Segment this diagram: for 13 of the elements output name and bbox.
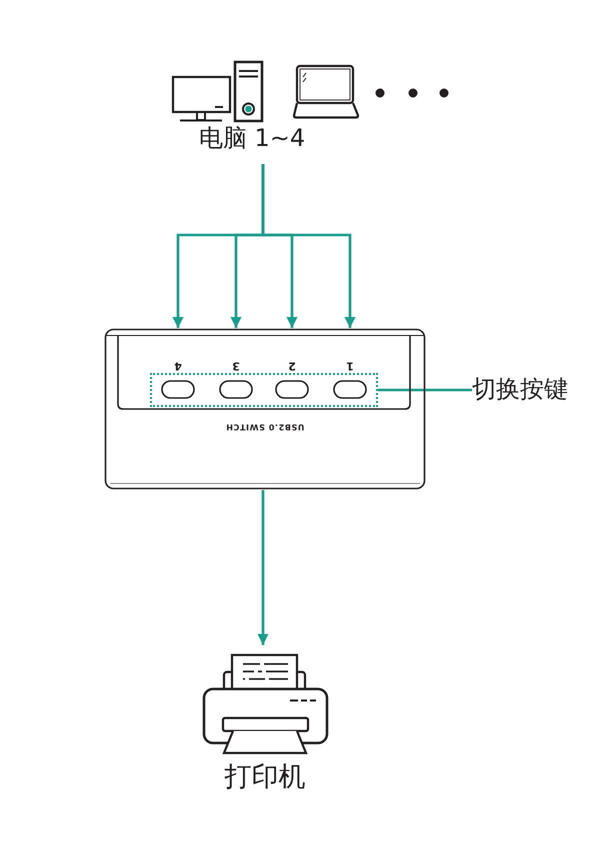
device-print: USB2.0 SWITCH (226, 422, 304, 432)
usb-switch-device (104, 328, 426, 490)
arrow (258, 490, 268, 645)
callout-label: 切换按键 (472, 375, 568, 404)
button-group-outline (150, 373, 378, 407)
port-number: 2 (288, 358, 296, 372)
port-number: 3 (232, 358, 240, 372)
port-number: 4 (174, 358, 182, 372)
port-number: 1 (346, 358, 354, 372)
node-caption: 电脑 1~4 (198, 125, 306, 153)
node-caption: 打印机 (224, 761, 306, 793)
arrow (262, 164, 356, 328)
leader-line (378, 388, 472, 392)
